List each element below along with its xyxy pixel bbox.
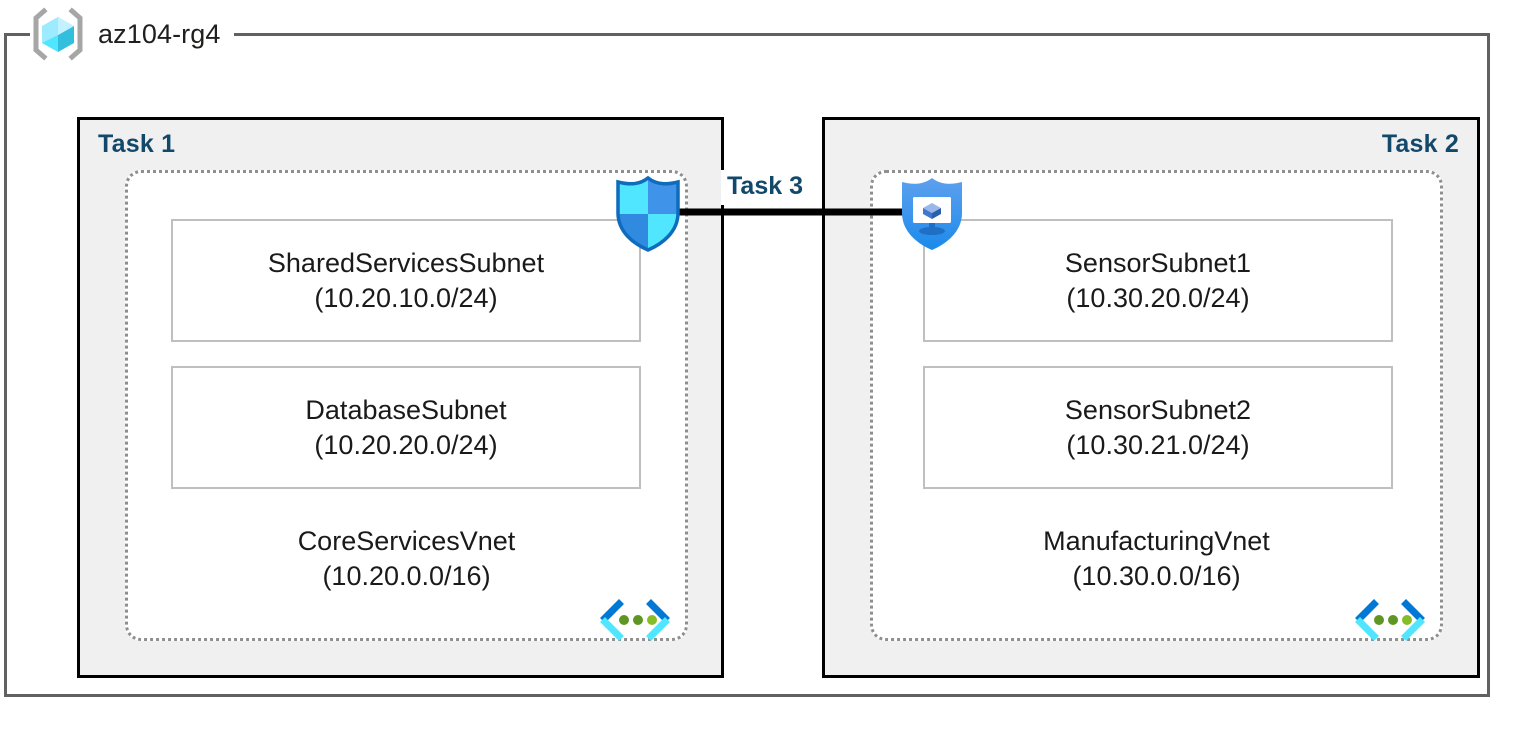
- task-2-label: Task 2: [1381, 130, 1459, 158]
- resource-group-name: az104-rg4: [98, 18, 221, 49]
- vnet-peering-shield-icon: [896, 175, 968, 253]
- subnet-sensor-2: SensorSubnet2 (10.30.21.0/24): [923, 366, 1393, 489]
- network-security-group-shield-icon: [612, 175, 684, 253]
- subnet-sensor-1: SensorSubnet1 (10.30.20.0/24): [923, 219, 1393, 342]
- task-panel-1: Task 1 SharedServicesSubnet (10.20.10.0/…: [77, 117, 724, 678]
- core-services-vnet-label: CoreServicesVnet (10.20.0.0/16): [128, 525, 685, 593]
- subnet-name: SensorSubnet1: [1064, 247, 1252, 278]
- subnet-name: SensorSubnet2: [1064, 394, 1252, 425]
- resource-group-cube-icon: [30, 6, 86, 62]
- subnet-shared-services: SharedServicesSubnet (10.20.10.0/24): [171, 219, 641, 342]
- vnet-name: CoreServicesVnet: [297, 526, 516, 556]
- task-1-label: Task 1: [98, 130, 176, 158]
- subnet-cidr: (10.20.10.0/24): [314, 282, 498, 313]
- manufacturing-vnet-label: ManufacturingVnet (10.30.0.0/16): [873, 525, 1440, 593]
- resource-group-header: az104-rg4: [30, 0, 235, 68]
- subnet-cidr: (10.20.20.0/24): [314, 429, 498, 460]
- task-panel-2: Task 2 SensorSubnet1 (10.30.20.0/24) Sen…: [822, 117, 1480, 678]
- subnet-cidr: (10.30.20.0/24): [1066, 282, 1250, 313]
- subnet-name: DatabaseSubnet: [305, 394, 507, 425]
- task-3-label: Task 3: [721, 170, 809, 205]
- vnet-cidr: (10.20.0.0/16): [322, 560, 491, 591]
- vnet-cidr: (10.30.0.0/16): [1072, 560, 1241, 591]
- core-services-vnet-boundary: SharedServicesSubnet (10.20.10.0/24) Dat…: [125, 170, 688, 641]
- manufacturing-vnet-boundary: SensorSubnet1 (10.30.20.0/24) SensorSubn…: [870, 170, 1443, 641]
- subnet-cidr: (10.30.21.0/24): [1066, 429, 1250, 460]
- vnet-name: ManufacturingVnet: [1043, 526, 1270, 556]
- subnet-name: SharedServicesSubnet: [267, 247, 545, 278]
- subnet-database: DatabaseSubnet (10.20.20.0/24): [171, 366, 641, 489]
- resource-group-frame: [4, 33, 1490, 697]
